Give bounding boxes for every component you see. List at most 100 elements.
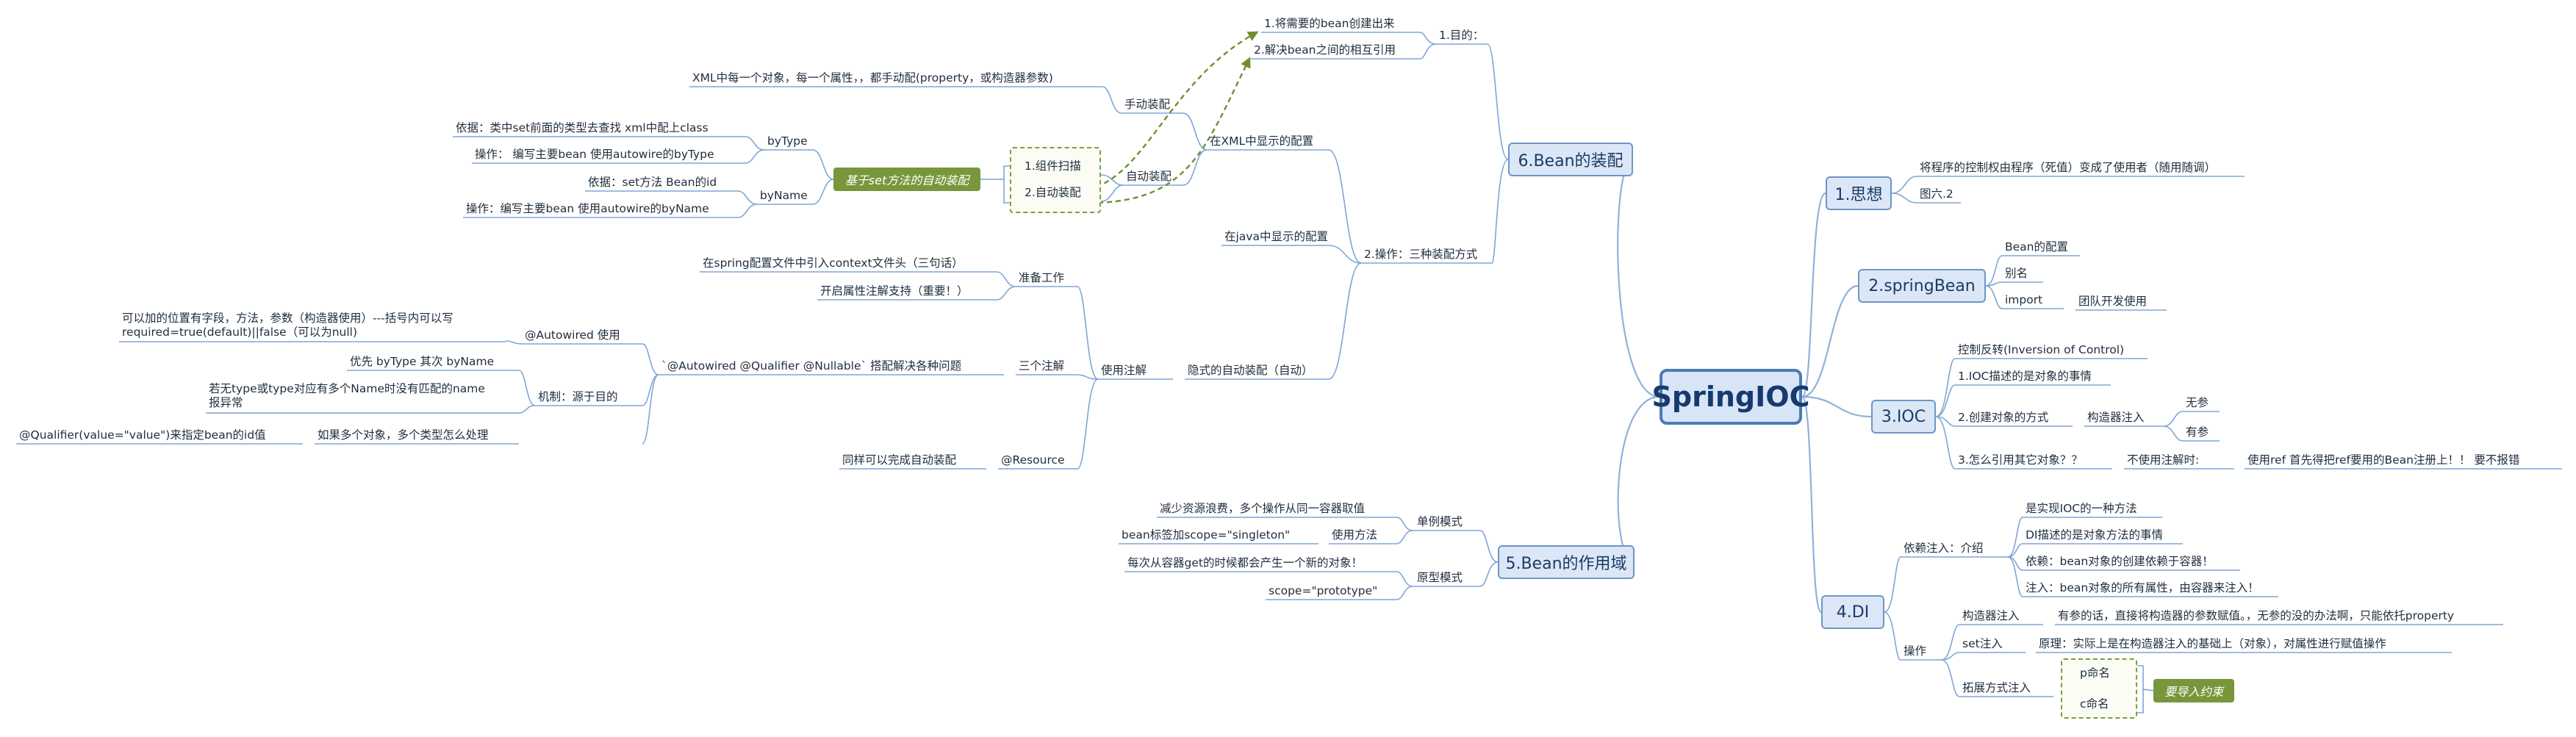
link-x1a xyxy=(1183,112,1208,151)
springbean-item-team[interactable]: 团队开发使用 xyxy=(2078,295,2148,308)
link-di-1 xyxy=(1884,556,1901,613)
springbean-item-import[interactable]: import xyxy=(2005,293,2043,306)
di-c-namespace[interactable]: c命名 xyxy=(2080,697,2109,711)
assembly-auto[interactable]: 自动装配 xyxy=(1126,170,1172,183)
link-scope-1b xyxy=(1396,530,1413,544)
di-intro-method[interactable]: 是实现IOC的一种方法 xyxy=(2026,502,2137,515)
ioc-item-arg[interactable]: 有参 xyxy=(2186,425,2209,439)
assembly-java[interactable]: 在java中显示的配置 xyxy=(1224,230,1328,243)
di-summary[interactable]: 要导入约束 xyxy=(2153,679,2234,702)
di-intro-depend[interactable]: 依赖：bean对象的创建依赖于容器！ xyxy=(2026,555,2214,568)
ioc-item-create[interactable]: 2.创建对象的方式 xyxy=(1958,411,2049,424)
scope-singleton-save[interactable]: 减少资源浪费，多个操作从同一容器取值 xyxy=(1160,502,1366,515)
assembly-bytype[interactable]: byType xyxy=(767,134,808,148)
link-scope-1a xyxy=(1396,517,1413,531)
ioc-item-inversion[interactable]: 控制反转(Inversion of Control) xyxy=(1958,343,2125,356)
assembly-manual[interactable]: 手动装配 xyxy=(1124,98,1171,111)
link-bt xyxy=(812,149,834,180)
assembly-implicit[interactable]: 隐式的自动装配（自动） xyxy=(1188,364,1313,377)
assembly-summary[interactable]: 基于set方法的自动装配 xyxy=(833,168,980,191)
link-ioc-3c xyxy=(2163,425,2184,442)
link-mj1 xyxy=(518,370,536,406)
autowired-usage[interactable]: @Autowired 使用 xyxy=(525,328,620,342)
di-setter[interactable]: set注入 xyxy=(1962,637,2003,650)
assembly-manual-note[interactable]: XML中每一个对象，每一个属性，，都手动配(property，或构造器参数) xyxy=(692,71,1053,85)
di-p-namespace[interactable]: p命名 xyxy=(2080,666,2110,680)
link-ioc-2 xyxy=(1935,384,1956,417)
assembly-purpose[interactable]: 1.目的： xyxy=(1439,29,1485,42)
di-intro-describe[interactable]: DI描述的是对象方法的事情 xyxy=(2026,528,2164,542)
bracket-assembly xyxy=(980,165,1010,204)
topic-ioc[interactable]: 3.IOC xyxy=(1871,400,1936,434)
di-constructor-note[interactable]: 有参的话，直接将构造器的参数赋值。，无参的没的办法啊，只能依托property xyxy=(2058,609,2455,622)
springbean-item-alias[interactable]: 别名 xyxy=(2005,267,2028,280)
link-bt1 xyxy=(745,136,765,151)
autowired-multiple[interactable]: 如果多个对象，多个类型怎么处理 xyxy=(317,428,489,442)
ioc-item-noanno[interactable]: 不使用注解时: xyxy=(2127,453,2200,467)
topic-assembly[interactable]: 6.Bean的装配 xyxy=(1508,143,1633,176)
ioc-item-refnote[interactable]: 使用ref 首先得把ref要用的Bean注册上！！ 要不报错 xyxy=(2247,453,2520,467)
link-ms xyxy=(642,374,659,445)
link-aw1 xyxy=(505,340,523,345)
di-operate[interactable]: 操作 xyxy=(1904,644,1927,658)
di-intro[interactable]: 依赖注入：介绍 xyxy=(1904,542,1984,555)
autowired-mechanism[interactable]: 机制：源于目的 xyxy=(538,390,618,403)
assembly-byname-op[interactable]: 操作：编写主要bean 使用autowire的byName xyxy=(466,202,709,215)
di-intro-inject[interactable]: 注入：bean对象的所有属性，由容器来注入！ xyxy=(2026,581,2259,594)
idea-item-figure[interactable]: 图六.2 xyxy=(1920,187,1953,201)
scope-singleton-usage[interactable]: 使用方法 xyxy=(1332,528,1378,542)
link-u1b xyxy=(996,286,1016,301)
autowired-usage-note[interactable]: 可以加的位置有字段，方法，参数（构造器使用）---括号内可以写 required… xyxy=(122,312,453,339)
autowired-qualifier[interactable]: @Qualifier(value="value")来指定bean的id值 xyxy=(19,428,266,442)
assembly-bytype-basis[interactable]: 依据：类中set前面的类型去查找 xml中配上class xyxy=(456,121,708,134)
topic-springbean-label: 2.springBean xyxy=(1868,276,1976,295)
annotation-use[interactable]: 使用注解 xyxy=(1101,364,1147,377)
assembly-byname-basis[interactable]: 依据：set方法 Bean的id xyxy=(588,176,717,189)
assembly-component-scan[interactable]: 1.组件扫描 xyxy=(1025,159,1081,173)
scope-prototype-attr[interactable]: scope="prototype" xyxy=(1269,584,1378,597)
di-summary-label: 要导入约束 xyxy=(2164,685,2223,699)
ioc-item-ref[interactable]: 3.怎么引用其它对象？？ xyxy=(1958,453,2083,467)
link-central-springbean xyxy=(1801,284,1859,398)
link-u1a xyxy=(996,271,1016,287)
springbean-item-config[interactable]: Bean的配置 xyxy=(2005,240,2068,254)
link-di-2c xyxy=(1941,659,1960,697)
assembly-xml[interactable]: 在XML中显示的配置 xyxy=(1210,134,1314,148)
scope-singleton[interactable]: 单例模式 xyxy=(1417,515,1463,528)
central-topic[interactable]: SpringIOC xyxy=(1652,369,1809,425)
annotation-prepare-context[interactable]: 在spring配置文件中引入context文件头（三句话） xyxy=(703,256,964,270)
di-setter-note[interactable]: 原理：实际上是在构造器注入的基础上（对象），对属性进行赋值操作 xyxy=(2039,637,2386,650)
idea-item-control[interactable]: 将程序的控制权由程序（死值）变成了使用者（随用随调） xyxy=(1920,161,2217,174)
topic-springbean[interactable]: 2.springBean xyxy=(1858,269,1986,303)
di-extend[interactable]: 拓展方式注入 xyxy=(1962,681,2031,694)
annotation-resource-note[interactable]: 同样可以完成自动装配 xyxy=(842,453,957,467)
annotation-prepare[interactable]: 准备工作 xyxy=(1019,271,1065,284)
link-ioc-3b xyxy=(2163,411,2184,427)
assembly-purpose-reference[interactable]: 2.解决bean之间的相互引用 xyxy=(1254,43,1396,57)
link-di-2b xyxy=(1941,652,1960,661)
assembly-byname[interactable]: byName xyxy=(760,189,808,202)
scope-singleton-attr[interactable]: bean标签加scope="singleton" xyxy=(1122,528,1291,542)
link-aw xyxy=(642,343,659,375)
topic-idea[interactable]: 1.思想 xyxy=(1826,176,1892,210)
assembly-operate[interactable]: 2.操作：三种装配方式 xyxy=(1364,248,1478,261)
autowired-mechanism-order[interactable]: 优先 byType 其次 byName xyxy=(350,355,495,368)
assembly-autowire[interactable]: 2.自动装配 xyxy=(1025,186,1081,199)
annotation-resource[interactable]: @Resource xyxy=(1001,453,1065,467)
annotation-three-note[interactable]: `@Autowired @Qualifier @Nullable` 搭配解决各种… xyxy=(661,359,962,373)
annotation-three[interactable]: 三个注解 xyxy=(1019,359,1065,373)
ioc-item-constructor[interactable]: 构造器注入 xyxy=(2087,411,2145,424)
di-constructor[interactable]: 构造器注入 xyxy=(1962,609,2020,622)
autowired-mechanism-error[interactable]: 若无type或type对应有多个Name时没有匹配的name 报异常 xyxy=(209,382,485,409)
assembly-purpose-create[interactable]: 1.将需要的bean创建出来 xyxy=(1264,17,1395,30)
assembly-bytype-op[interactable]: 操作： 编写主要bean 使用autowire的byType xyxy=(475,148,714,161)
scope-prototype-new[interactable]: 每次从容器get的时候都会产生一个新的对象！ xyxy=(1127,556,1363,569)
ioc-item-describe[interactable]: 1.IOC描述的是对象的事情 xyxy=(1958,370,2092,383)
link-di-1d xyxy=(2007,556,2023,597)
topic-scope[interactable]: 5.Bean的作用域 xyxy=(1498,545,1635,579)
scope-prototype[interactable]: 原型模式 xyxy=(1417,571,1463,584)
assembly-boundary xyxy=(1010,147,1101,213)
annotation-prepare-enable[interactable]: 开启属性注解支持（重要！） xyxy=(820,284,969,298)
ioc-item-noarg[interactable]: 无参 xyxy=(2186,396,2209,409)
topic-di[interactable]: 4.DI xyxy=(1821,595,1884,629)
